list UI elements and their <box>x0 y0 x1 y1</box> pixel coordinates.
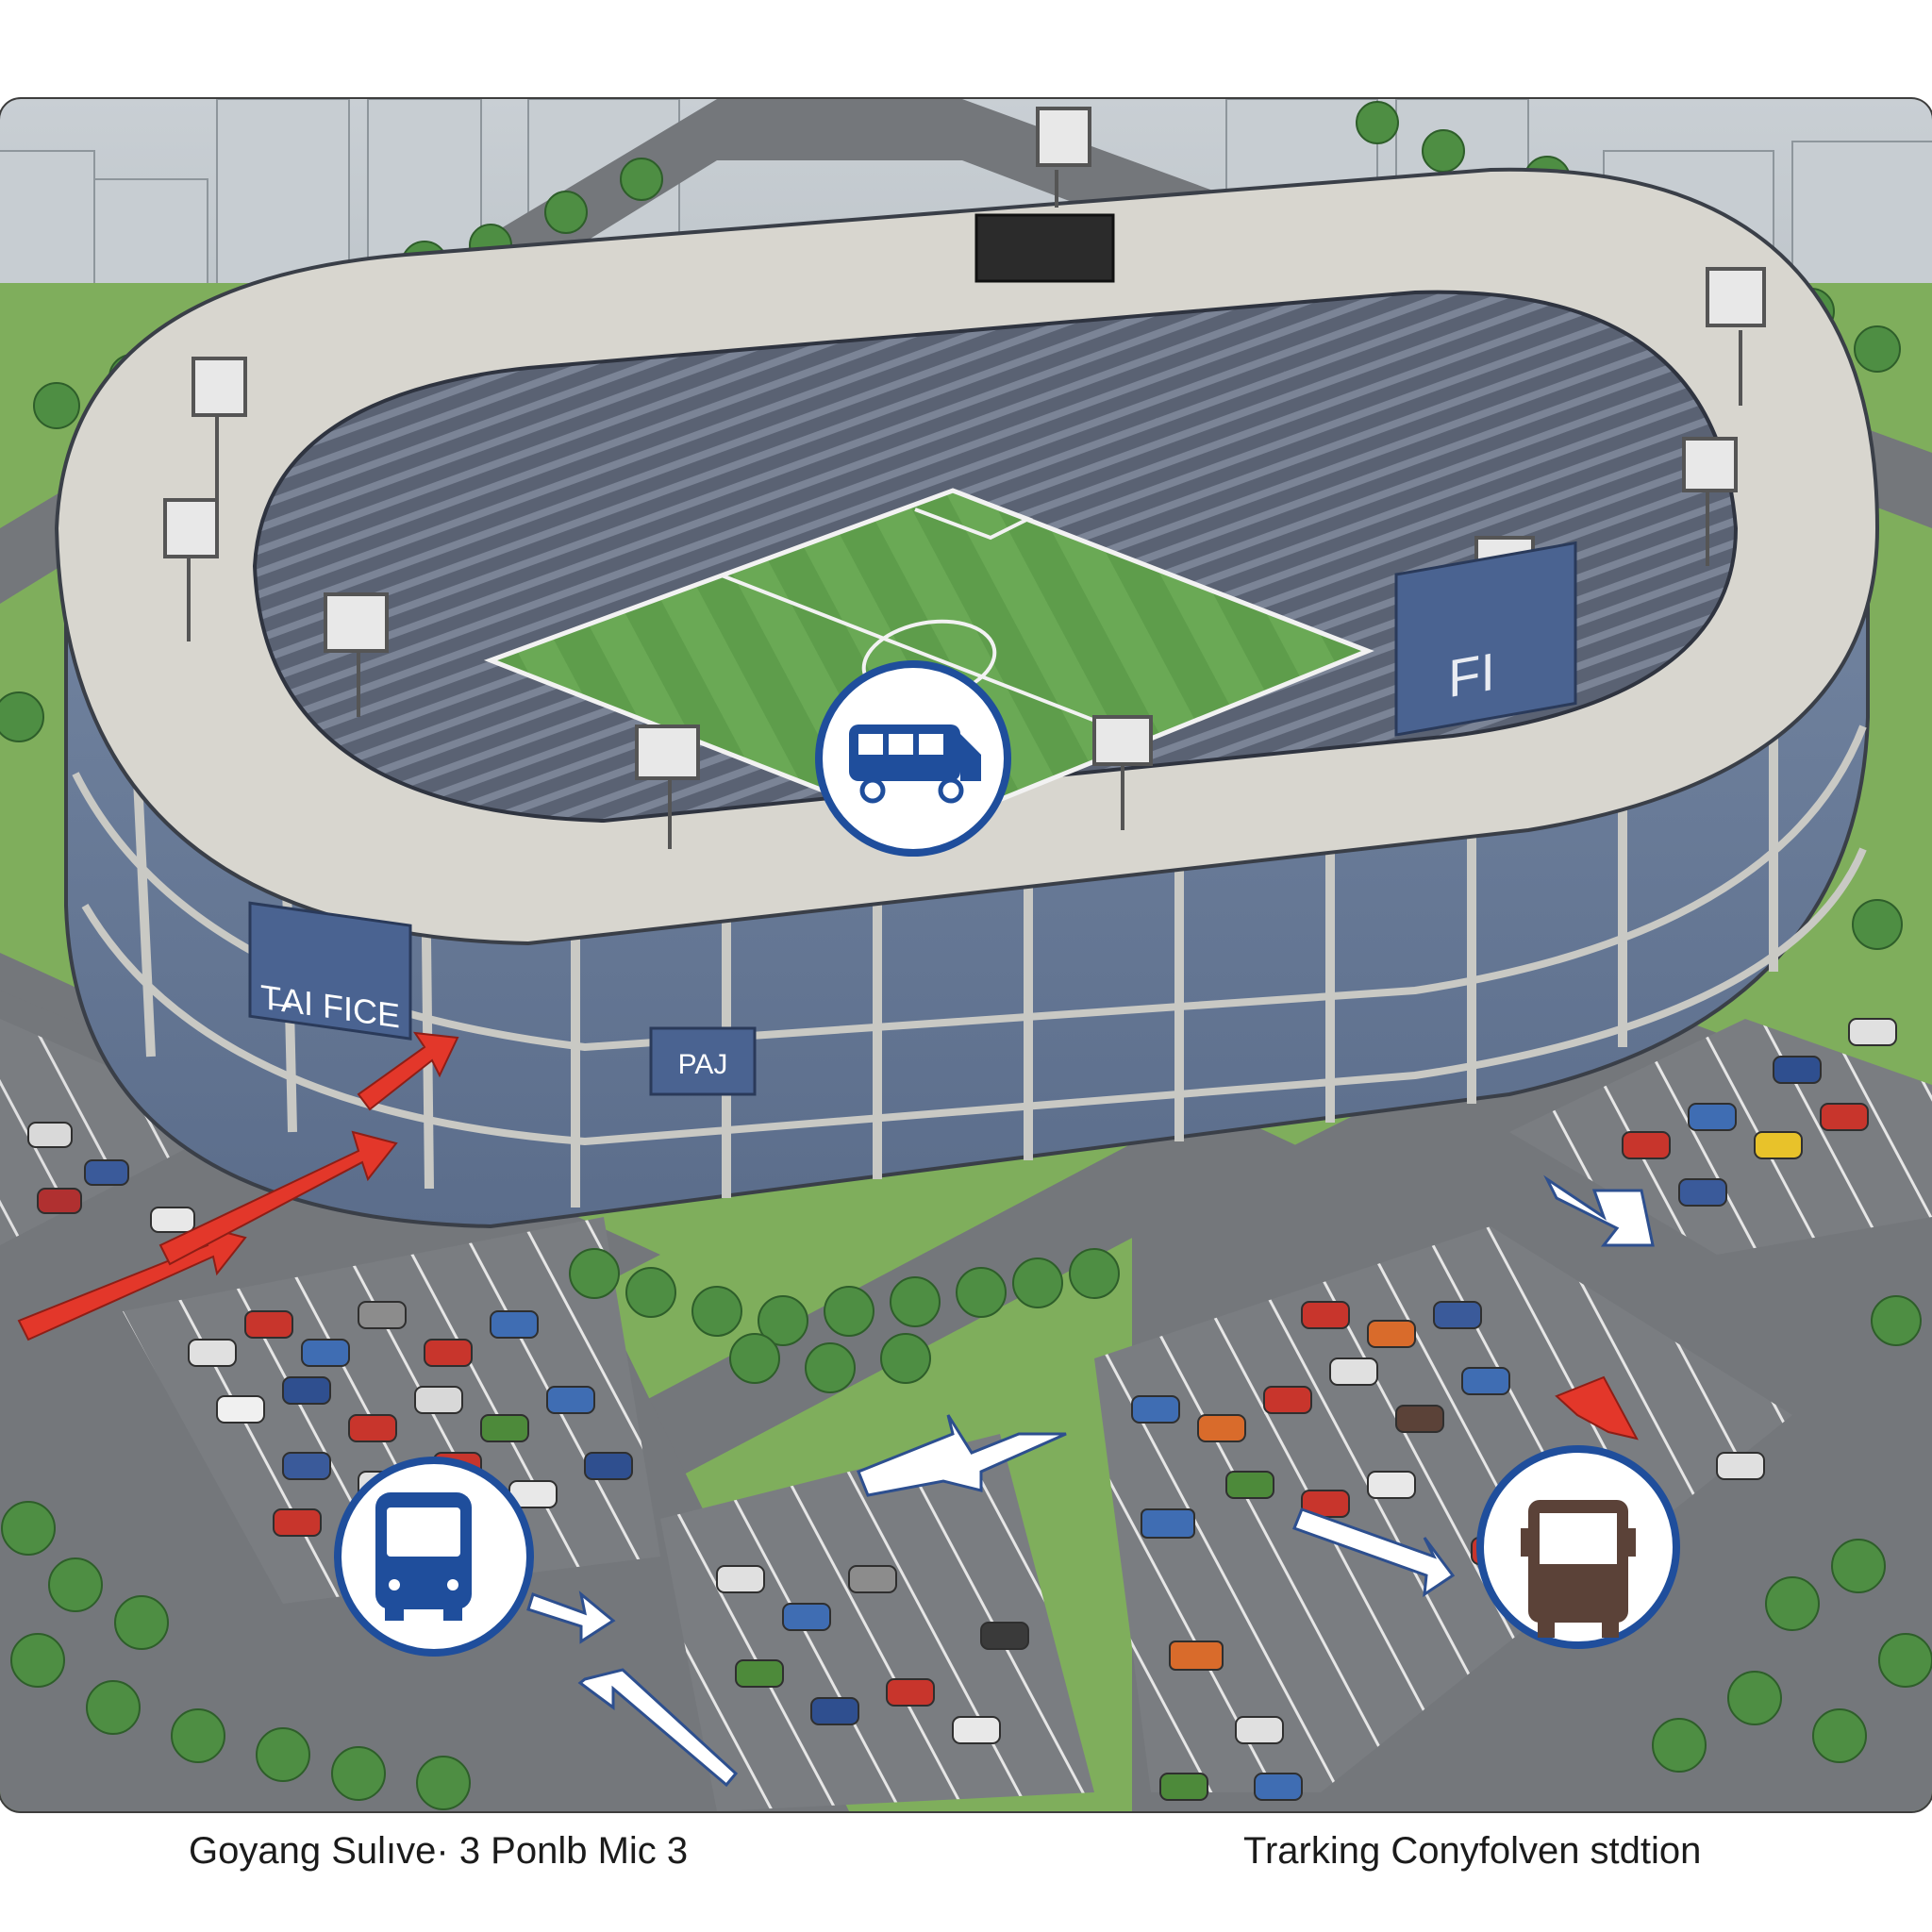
facade-sign-right-text: FI <box>1448 641 1495 708</box>
red-entry-arrows <box>17 1031 1639 1441</box>
shuttle-van-icon <box>849 724 981 804</box>
caption-right: Trarking Conyfolven stdtion <box>1243 1830 1702 1872</box>
scoreboard <box>974 213 1115 283</box>
bus-front-icon <box>1521 1500 1636 1638</box>
facade-sign-center-text: PAJ <box>678 1049 728 1080</box>
city-bus-marker[interactable] <box>334 1457 534 1657</box>
white-direction-arrows <box>526 1174 1655 1788</box>
trees <box>0 101 1932 1810</box>
bus-front-marker[interactable] <box>1476 1445 1680 1649</box>
shuttle-van-marker[interactable] <box>815 660 1011 857</box>
facade-sign-center: PAJ <box>649 1026 757 1096</box>
facade-sign-right: FI <box>1394 541 1577 737</box>
football-pitch <box>483 488 1374 833</box>
facade-sign-left: T̶AI FICE <box>248 901 412 1041</box>
city-bus-icon <box>375 1492 472 1621</box>
stadium: T̶AI FICE PAJ FI <box>54 107 1880 1229</box>
caption-left: Goyang Sulıve· 3 Ponlb Mic 3 <box>189 1830 689 1872</box>
